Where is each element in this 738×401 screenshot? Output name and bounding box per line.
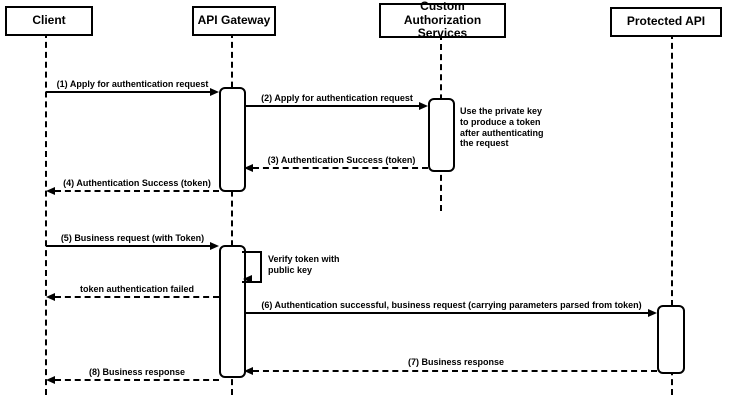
actor-custom-authorization-services-label: Custom Authorization Services (403, 0, 482, 41)
message-5-line (46, 245, 212, 247)
activation-custom-authorization-services (428, 98, 455, 172)
activation-api-gateway-auth (219, 87, 246, 192)
message-5-label: (5) Business request (with Token) (60, 233, 205, 243)
actor-api-gateway: API Gateway (192, 6, 276, 36)
message-4-line (55, 190, 219, 192)
message-3-line (253, 167, 428, 169)
actor-protected-api-label: Protected API (626, 14, 706, 29)
message-8-label: (8) Business response (88, 367, 186, 377)
message-2-label: (2) Apply for authentication request (261, 93, 413, 103)
message-6-label: (6) Authentication successful, business … (261, 300, 642, 310)
message-2-arrowhead (419, 102, 428, 110)
message-1-label: (1) Apply for authentication request (56, 79, 209, 89)
message-4-label: (4) Authentication Success (token) (63, 178, 211, 188)
message-7-line (253, 370, 657, 372)
message-8-line (55, 379, 219, 381)
message-6-arrowhead (648, 309, 657, 317)
message-7-arrowhead (244, 367, 253, 375)
message-5-arrowhead (210, 242, 219, 250)
message-1-arrowhead (210, 88, 219, 96)
self-message-loop-line (242, 251, 262, 283)
actor-custom-authorization-services: Custom Authorization Services (379, 0, 506, 41)
message-3-arrowhead (244, 164, 253, 172)
message-token-auth-failed-arrowhead (46, 293, 55, 301)
message-4-arrowhead (46, 187, 55, 195)
message-3-label: (3) Authentication Success (token) (267, 155, 416, 165)
lifeline-protected-api (671, 33, 673, 395)
actor-client-label: Client (32, 13, 66, 28)
actor-client: Client (5, 6, 93, 36)
lifeline-client (45, 32, 47, 395)
message-token-auth-failed-label: token authentication failed (79, 284, 194, 294)
actor-protected-api: Protected API (610, 7, 722, 37)
self-message-label: Verify token with public key (268, 254, 340, 275)
self-message-arrowhead (243, 275, 252, 283)
activation-api-gateway-business (219, 245, 246, 378)
activation-protected-api (657, 305, 685, 374)
message-token-auth-failed-line (55, 296, 219, 298)
actor-api-gateway-label: API Gateway (197, 13, 271, 28)
message-8-arrowhead (46, 376, 55, 384)
lifeline-api-gateway (231, 32, 233, 395)
message-1-line (46, 91, 212, 93)
message-7-label: (7) Business response (407, 357, 505, 367)
message-6-line (244, 312, 649, 314)
message-2-line (244, 105, 420, 107)
note-private-key: Use the private key to produce a token a… (460, 106, 544, 149)
